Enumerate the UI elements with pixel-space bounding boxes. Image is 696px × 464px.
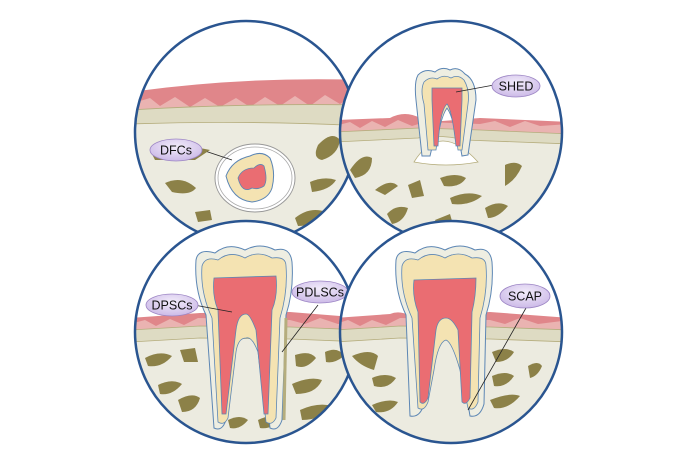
label-dfcs: DFCs xyxy=(149,138,203,162)
mature-molar xyxy=(195,245,293,430)
svg-text:PDLSCs: PDLSCs xyxy=(296,286,344,300)
developing-molar xyxy=(395,245,493,417)
svg-text:SHED: SHED xyxy=(499,80,534,94)
svg-text:SCAP: SCAP xyxy=(508,290,542,304)
label-shed: SHED xyxy=(491,74,541,98)
jaw-bone xyxy=(340,337,562,443)
bone-trabeculae xyxy=(352,349,542,413)
panel-dpscs-pdlscs: DPSCs PDLSCs xyxy=(133,219,359,445)
label-scap: SCAP xyxy=(499,283,551,309)
panel-dfcs: DFCs xyxy=(133,19,359,245)
bone-trabeculae xyxy=(145,348,344,429)
label-pdlscs: PDLSCs xyxy=(291,280,349,304)
deciduous-tooth xyxy=(414,67,477,157)
jaw-bone xyxy=(135,337,357,443)
label-dpscs: DPSCs xyxy=(145,293,199,317)
svg-text:DPSCs: DPSCs xyxy=(152,299,193,313)
panel-shed: SHED xyxy=(338,19,564,245)
circle-border xyxy=(338,219,564,445)
svg-text:DFCs: DFCs xyxy=(160,144,192,158)
panel-scap: SCAP xyxy=(338,219,564,445)
